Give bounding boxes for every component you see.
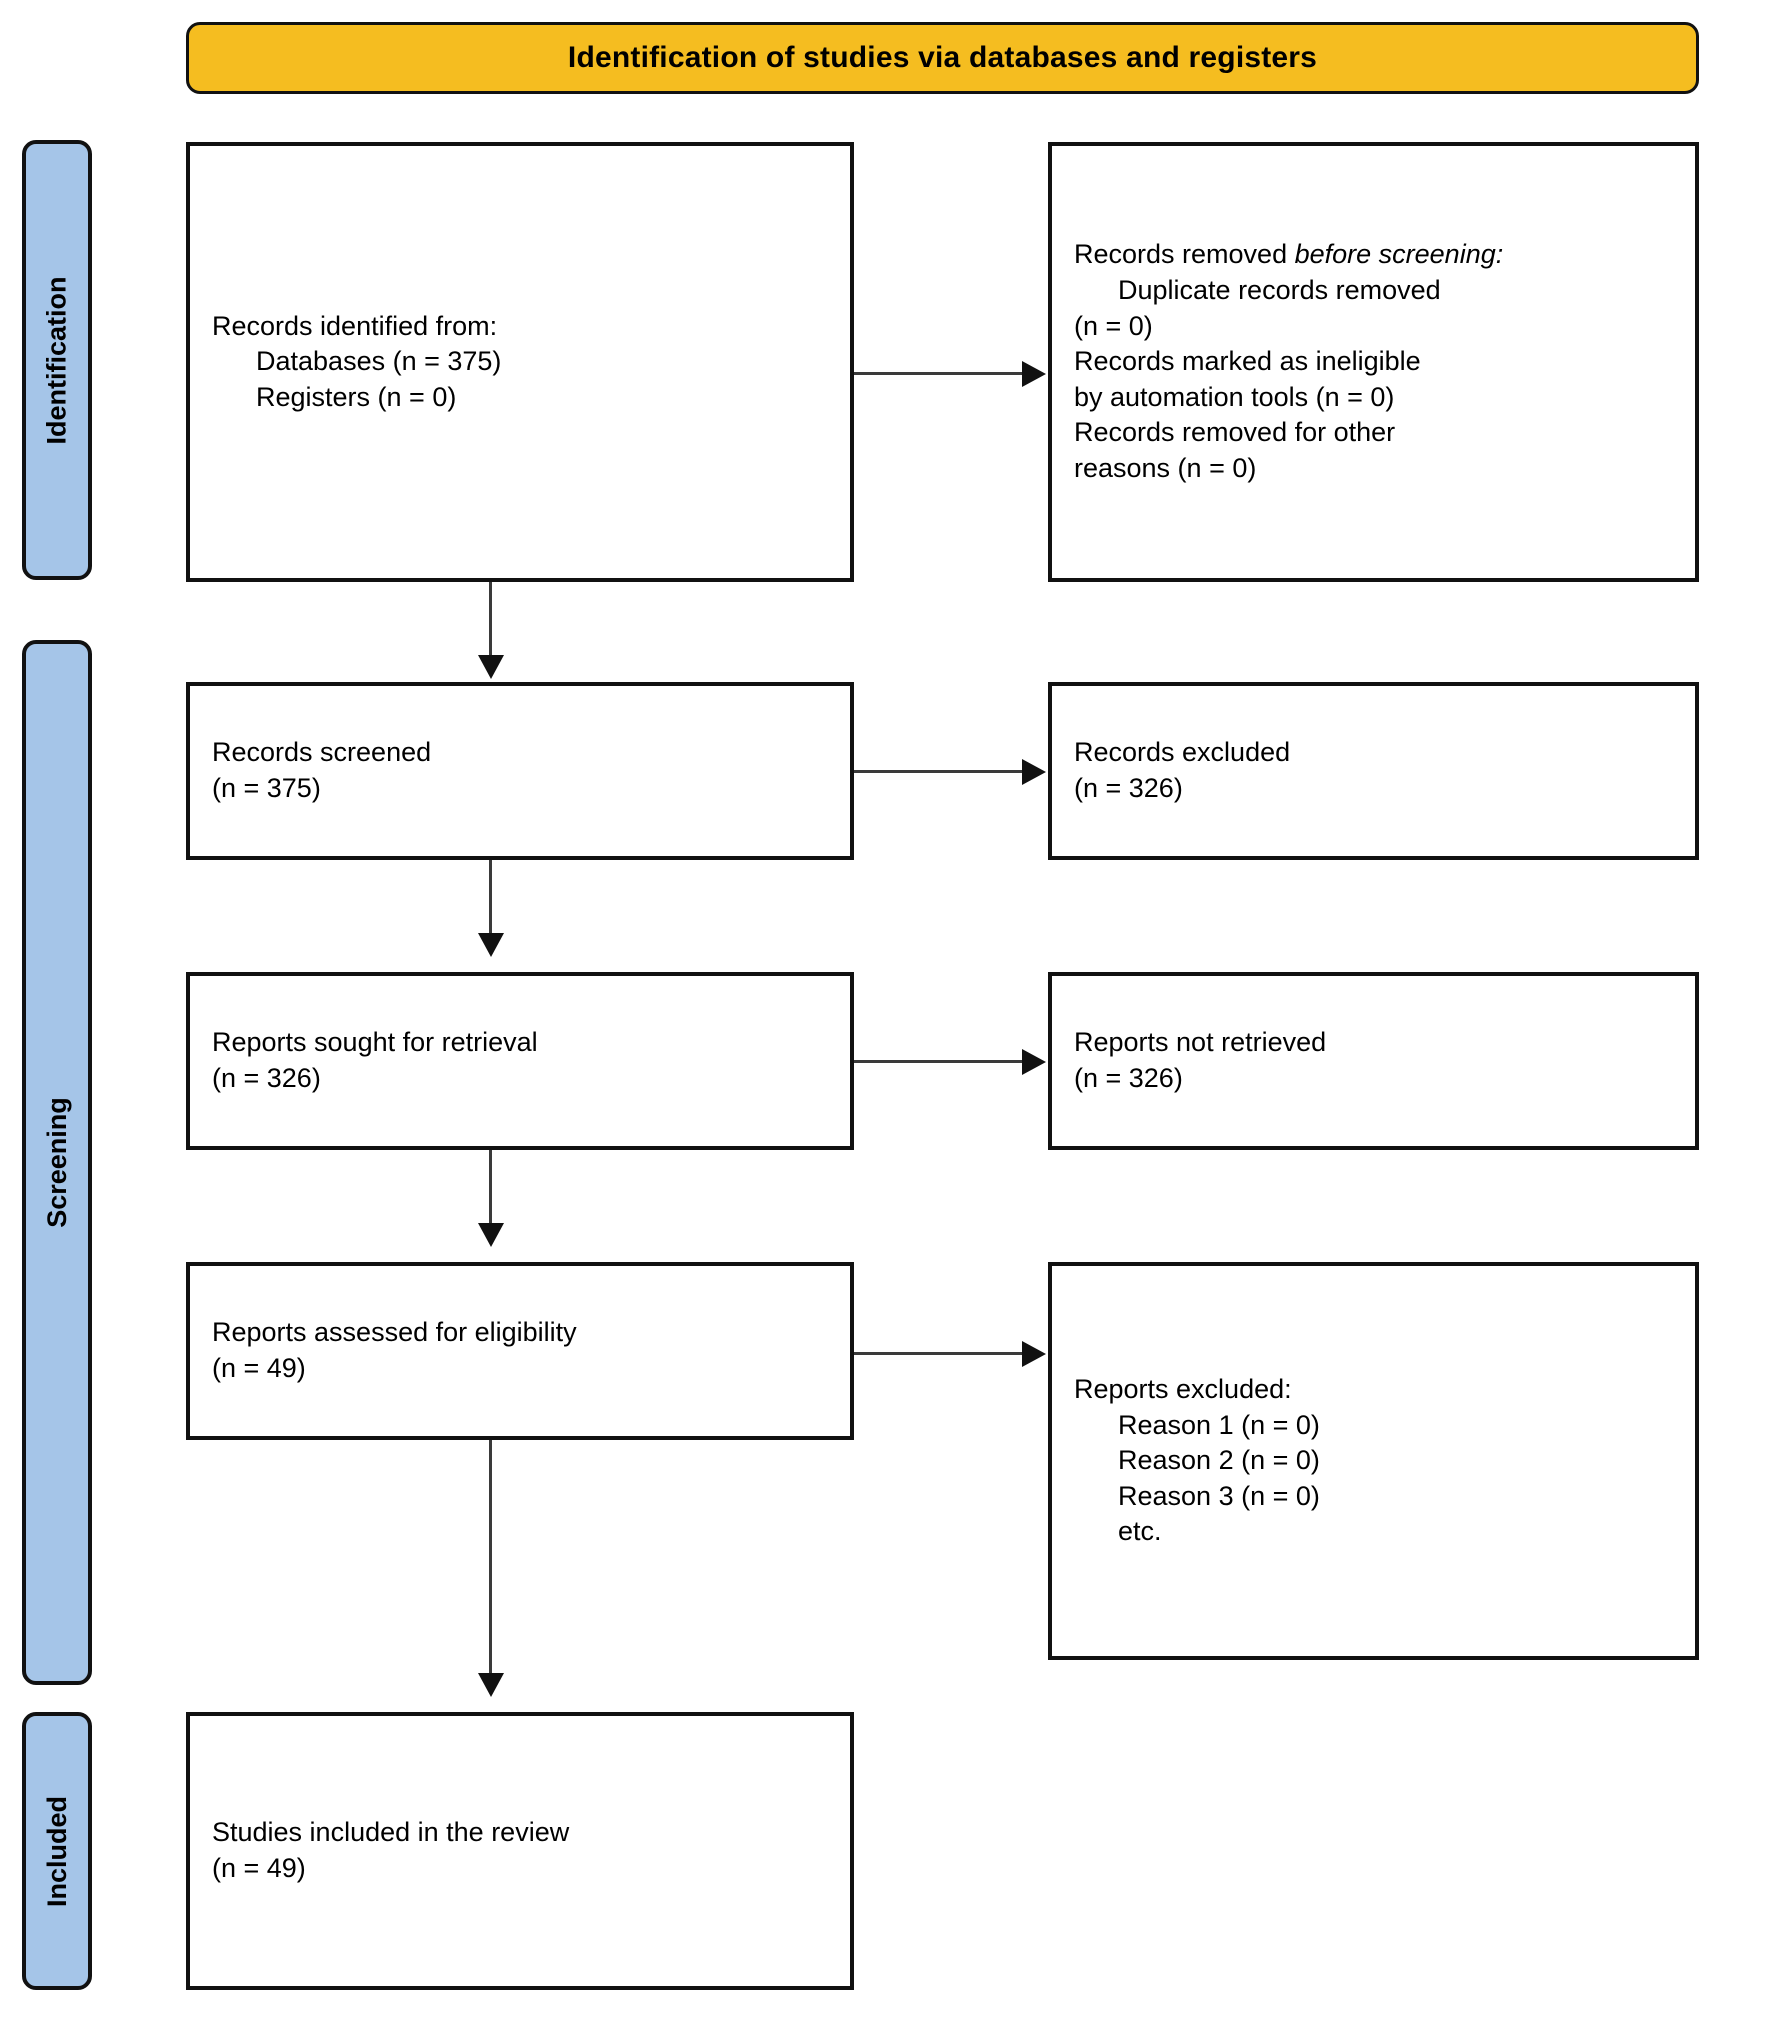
- stage-bar-included-label: Included: [41, 1795, 72, 1907]
- arrow-down-icon: [478, 933, 504, 957]
- box-records-excluded: Records excluded (n = 326): [1048, 682, 1699, 860]
- box-records-identified: Records identified from: Databases (n = …: [186, 142, 854, 582]
- box-line: Reports not retrieved: [1074, 1027, 1327, 1058]
- arrow-right-icon: [1022, 1049, 1046, 1075]
- header-banner-label: Identification of studies via databases …: [567, 41, 1318, 74]
- box-reports-not-retrieved: Reports not retrieved (n = 326): [1048, 972, 1699, 1150]
- connector-identified-to-removed: [854, 372, 1024, 375]
- connector-sought-to-not-retrieved: [854, 1060, 1024, 1063]
- stage-bar-included: Included: [22, 1712, 92, 1990]
- box-line: Records excluded: [1074, 737, 1291, 768]
- box-reports-excluded: Reports excluded: Reason 1 (n = 0) Reaso…: [1048, 1262, 1699, 1660]
- box-line: (n = 326): [212, 1063, 321, 1093]
- box-line-lead: Records removed before screening:: [1074, 237, 1673, 273]
- removed-lead-italic: before screening: [1294, 239, 1496, 270]
- box-line: Records screened: [212, 737, 432, 768]
- connector-sought-to-assessed: [489, 1150, 492, 1226]
- connector-identified-to-screened: [489, 582, 492, 658]
- box-line: Reports assessed for eligibility: [212, 1317, 577, 1348]
- box-line: etc.: [1118, 1516, 1162, 1547]
- box-line: (n = 49): [212, 1353, 306, 1383]
- box-line: Reports excluded:: [1074, 1373, 1292, 1404]
- box-records-removed-before-screening: Records removed before screening: Duplic…: [1048, 142, 1699, 582]
- box-reports-assessed-for-eligibility: Reports assessed for eligibility (n = 49…: [186, 1262, 854, 1440]
- box-line: Records removed for other: [1074, 417, 1396, 448]
- arrow-right-icon: [1022, 1341, 1046, 1367]
- connector-screened-to-sought: [489, 860, 492, 936]
- box-line: Duplicate records removed: [1118, 274, 1441, 305]
- removed-lead-tail: :: [1495, 239, 1504, 270]
- connector-assessed-to-excluded-reports: [854, 1352, 1024, 1355]
- box-line: Reason 3 (n = 0): [1118, 1480, 1320, 1511]
- box-line: Databases (n = 375): [256, 346, 502, 377]
- box-line: (n = 326): [1074, 773, 1183, 803]
- box-line: (n = 326): [1074, 1063, 1183, 1093]
- box-studies-included: Studies included in the review (n = 49): [186, 1712, 854, 1990]
- removed-lead-normal: Records removed: [1074, 239, 1295, 270]
- header-banner: Identification of studies via databases …: [186, 22, 1699, 94]
- arrow-down-icon: [478, 1223, 504, 1247]
- box-line: Records marked as ineligible: [1074, 346, 1421, 377]
- box-line: Records identified from:: [212, 310, 498, 341]
- box-line: Studies included in the review: [212, 1817, 570, 1848]
- arrow-right-icon: [1022, 361, 1046, 387]
- box-line: reasons (n = 0): [1074, 453, 1257, 484]
- box-line: (n = 0): [1074, 310, 1153, 341]
- box-line: Registers (n = 0): [256, 381, 457, 412]
- box-records-screened: Records screened (n = 375): [186, 682, 854, 860]
- arrow-down-icon: [478, 655, 504, 679]
- stage-bar-identification-label: Identification: [41, 276, 72, 444]
- connector-screened-to-excluded: [854, 770, 1024, 773]
- box-line: by automation tools (n = 0): [1074, 381, 1395, 412]
- box-line: (n = 49): [212, 1853, 306, 1883]
- box-reports-sought-for-retrieval: Reports sought for retrieval (n = 326): [186, 972, 854, 1150]
- stage-bar-screening: Screening: [22, 640, 92, 1685]
- stage-bar-identification: Identification: [22, 140, 92, 580]
- stage-bar-screening-label: Screening: [41, 1097, 72, 1228]
- box-line: Reports sought for retrieval: [212, 1027, 538, 1058]
- arrow-down-icon: [478, 1673, 504, 1697]
- connector-assessed-to-included: [489, 1440, 492, 1676]
- box-line: (n = 375): [212, 773, 321, 803]
- box-line: Reason 2 (n = 0): [1118, 1445, 1320, 1476]
- arrow-right-icon: [1022, 759, 1046, 785]
- box-line: Reason 1 (n = 0): [1118, 1409, 1320, 1440]
